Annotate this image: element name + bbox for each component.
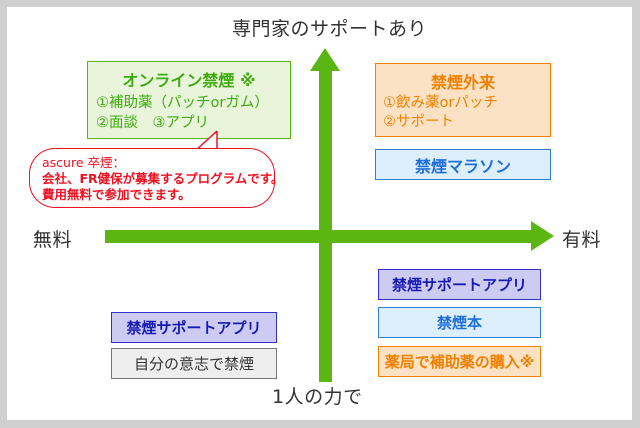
vertical-axis-arrow-icon	[310, 48, 340, 71]
diagram-canvas: 専門家のサポートあり 1人の力で 無料 有料 オンライン禁煙 ※ ①補助薬（パッ…	[7, 7, 632, 420]
callout-tail-icon	[193, 130, 219, 152]
box-clinic-line-1: ①飲み薬orパッチ	[383, 94, 498, 111]
box-clinic-line-2: ②サポート	[383, 113, 454, 130]
axis-label-bottom: 1人の力で	[272, 386, 363, 408]
box-support-app-paid-title: 禁煙サポートアプリ	[391, 276, 527, 294]
box-online-title: オンライン禁煙 ※	[122, 71, 256, 90]
horizontal-axis-line	[105, 230, 538, 243]
axis-label-left: 無料	[33, 229, 73, 251]
callout-ascure-note: ascure 卒煙： 会社、FR健保が募集するプログラムです。 費用無料で参加で…	[29, 148, 284, 208]
box-support-app-paid: 禁煙サポートアプリ	[378, 269, 541, 300]
box-online-line-2: ②面談 ③アプリ	[96, 115, 209, 131]
box-pharmacy-purchase-title: 薬局で補助薬の購入※	[384, 353, 535, 371]
box-quit-by-willpower-title: 自分の意志で禁煙	[133, 355, 254, 373]
box-smoking-cessation-book-title: 禁煙本	[436, 314, 482, 332]
box-smoking-cessation-clinic: 禁煙外来 ①飲み薬orパッチ ②サポート	[375, 63, 551, 137]
box-clinic-title: 禁煙外来	[430, 72, 495, 92]
box-support-app-free-title: 禁煙サポートアプリ	[126, 319, 262, 337]
box-online-line-1: ①補助薬（パッチorガム）	[96, 95, 269, 111]
box-pharmacy-purchase: 薬局で補助薬の購入※	[378, 346, 541, 377]
axis-label-right: 有料	[562, 229, 602, 251]
callout-line-1: ascure 卒煙：	[42, 155, 125, 170]
box-online-smoking-cessation: オンライン禁煙 ※ ①補助薬（パッチorガム） ②面談 ③アプリ	[87, 61, 291, 139]
box-smoking-marathon: 禁煙マラソン	[375, 149, 551, 180]
callout-line-3: 費用無料で参加できます。	[42, 187, 191, 202]
axis-label-top: 専門家のサポートあり	[232, 18, 428, 40]
box-smoking-cessation-book: 禁煙本	[378, 307, 541, 338]
box-marathon-title: 禁煙マラソン	[414, 156, 511, 176]
horizontal-axis-arrow-icon	[531, 221, 554, 251]
box-quit-by-willpower: 自分の意志で禁煙	[111, 348, 277, 379]
vertical-axis-line	[319, 69, 332, 382]
callout-line-2: 会社、FR健保が募集するプログラムです。	[42, 171, 284, 186]
box-support-app-free: 禁煙サポートアプリ	[111, 312, 277, 343]
